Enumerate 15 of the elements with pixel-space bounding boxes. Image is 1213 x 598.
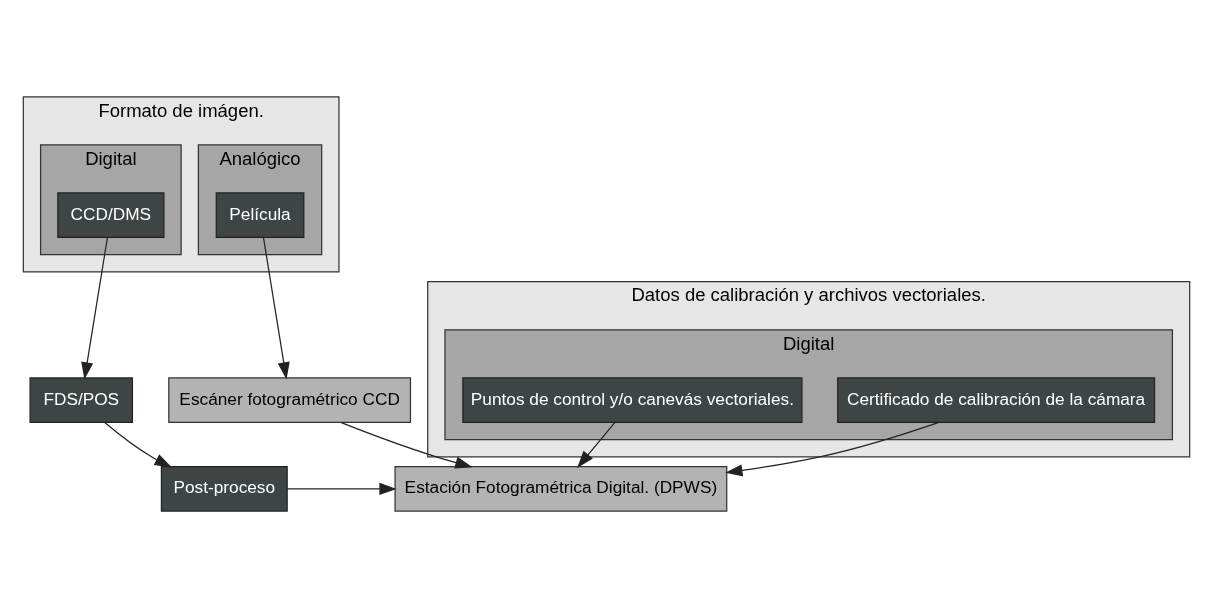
arrow xyxy=(286,482,397,495)
node-box: Película xyxy=(215,192,305,238)
arrow xyxy=(262,237,290,380)
node-box: Escáner fotogramétrico CCD xyxy=(168,377,412,423)
node-box: Certificado de calibración de la cámara xyxy=(837,377,1156,423)
node-box: Estación Fotogramétrica Digital. (DPWS) xyxy=(394,466,728,512)
arrow xyxy=(577,422,616,468)
node-box: FDS/POS xyxy=(29,377,134,423)
arrow xyxy=(104,421,172,468)
node-box: Puntos de control y/o canevás vectoriales. xyxy=(462,377,803,423)
arrow xyxy=(725,421,940,477)
node-box: CCD/DMS xyxy=(57,192,165,238)
arrow xyxy=(81,237,108,380)
node-box: Post-proceso xyxy=(160,466,288,512)
arrow xyxy=(340,421,473,469)
